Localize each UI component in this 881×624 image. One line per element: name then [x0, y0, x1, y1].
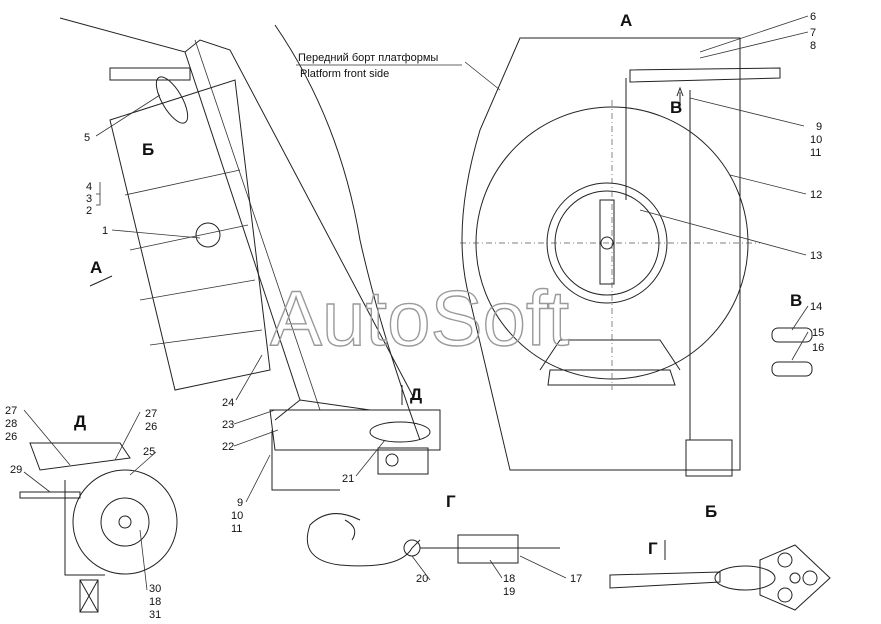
leader-lines — [23, 15, 809, 591]
callout: 10 — [810, 134, 822, 146]
callout: 24 — [222, 397, 234, 409]
callout: 13 — [810, 250, 822, 262]
callout: 5 — [84, 132, 90, 144]
view-label-b-detail: Б — [705, 502, 717, 521]
view-a-drawing — [460, 37, 781, 477]
callout: 30 — [149, 583, 161, 595]
callout: 31 — [149, 609, 161, 621]
callout: 29 — [10, 464, 22, 476]
callout: 3 — [86, 193, 92, 205]
callout: 27 — [145, 408, 157, 420]
callout: 16 — [812, 342, 824, 354]
view-label-a: А — [620, 11, 632, 30]
callout: 26 — [5, 431, 17, 443]
detail-d-drawing — [19, 442, 178, 613]
caption-en: Platform front side — [300, 68, 389, 80]
callout: 20 — [416, 573, 428, 585]
callout: 11 — [231, 523, 242, 535]
callout: 15 — [812, 327, 824, 339]
view-label-b: Б — [142, 140, 154, 159]
callout: 22 — [222, 441, 234, 453]
callout: 14 — [810, 301, 822, 313]
view-label-a-arrow: А — [90, 258, 102, 277]
detail-g-drawing — [306, 513, 560, 567]
callout: 21 — [342, 473, 354, 485]
callout: 9 — [237, 497, 243, 509]
callout: 18 — [503, 573, 515, 585]
view-label-g-detail: Г — [446, 492, 456, 511]
callout: 28 — [5, 418, 17, 430]
callout: 25 — [143, 446, 155, 458]
callout: 19 — [503, 586, 515, 598]
callout: 2 — [86, 205, 92, 217]
callout: 17 — [570, 573, 582, 585]
view-label-v: В — [670, 98, 682, 117]
callout: 11 — [810, 147, 821, 159]
callouts: 6 7 8 9 10 11 12 13 14 15 16 5 4 3 2 1 2… — [5, 11, 824, 621]
view-label-d-arrow: Д — [410, 385, 422, 404]
callout: 26 — [145, 421, 157, 433]
callout: 1 — [102, 225, 108, 237]
callout: 18 — [149, 596, 161, 608]
watermark: AutoSoft — [270, 274, 570, 362]
callout: 23 — [222, 419, 234, 431]
view-label-d-detail: Д — [74, 412, 86, 431]
callout: 10 — [231, 510, 243, 522]
callout: 4 — [86, 181, 92, 193]
callout: 12 — [810, 189, 822, 201]
callout: 9 — [816, 121, 822, 133]
view-label-g-arrow: Г — [648, 539, 658, 558]
detail-v-drawing — [771, 327, 813, 377]
callout: 8 — [810, 40, 816, 52]
callout: 6 — [810, 11, 816, 23]
view-label-v-detail: В — [790, 291, 802, 310]
left-side-view — [59, 17, 441, 491]
callout: 27 — [5, 405, 17, 417]
detail-b-drawing — [609, 540, 831, 611]
caption-ru: Передний борт платформы — [298, 52, 438, 64]
callout: 7 — [810, 27, 816, 39]
